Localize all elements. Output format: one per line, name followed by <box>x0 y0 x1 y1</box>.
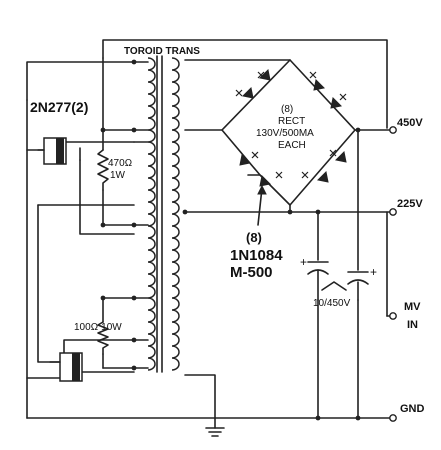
label-rect-count: (8) <box>281 104 293 115</box>
label-mv: MV <box>404 301 421 313</box>
label-plus-right: + <box>370 265 377 279</box>
label-450v: 450V <box>397 117 423 129</box>
terminal-225v <box>389 208 397 216</box>
wiring <box>26 39 394 429</box>
label-rect-each: EACH <box>278 140 306 151</box>
secondary-winding <box>171 57 180 371</box>
label-resistor-470-value: 470Ω <box>108 158 132 169</box>
label-diode-count: (8) <box>246 230 262 245</box>
label-gnd: GND <box>400 403 425 415</box>
label-capacitor: 10/450V <box>313 298 351 309</box>
resistor-470 <box>97 149 109 191</box>
ground-symbol <box>205 427 225 437</box>
label-resistor-100: 100Ω 10W <box>74 322 122 333</box>
capacitor-left <box>307 261 329 301</box>
primary-winding <box>147 57 156 371</box>
transistor-upper <box>37 137 67 165</box>
label-resistor-470-watt: 1W <box>110 170 126 181</box>
label-plus-left: + <box>300 255 307 269</box>
terminal-450v <box>389 126 397 134</box>
label-transistor: 2N277(2) <box>30 99 88 115</box>
diode-pointer-arrow <box>257 184 267 195</box>
toroid-transformer <box>133 55 180 373</box>
transistor-lower <box>49 352 83 382</box>
terminal-mv-in <box>389 312 397 320</box>
capacitor-right <box>347 271 369 301</box>
junctions <box>100 59 361 421</box>
cap-pointer <box>321 281 347 291</box>
label-transformer: TOROID TRANS <box>124 46 200 57</box>
label-225v: 225V <box>397 198 423 210</box>
terminal-gnd <box>389 414 397 422</box>
label-rect-rating: 130V/500MA <box>256 128 314 139</box>
bridge-rectifier <box>221 59 356 206</box>
label-diode-model: M-500 <box>230 264 273 281</box>
label-diode-part: 1N1084 <box>230 247 283 264</box>
label-in: IN <box>407 319 418 331</box>
label-rect: RECT <box>278 116 305 127</box>
resistor-100 <box>97 321 109 355</box>
